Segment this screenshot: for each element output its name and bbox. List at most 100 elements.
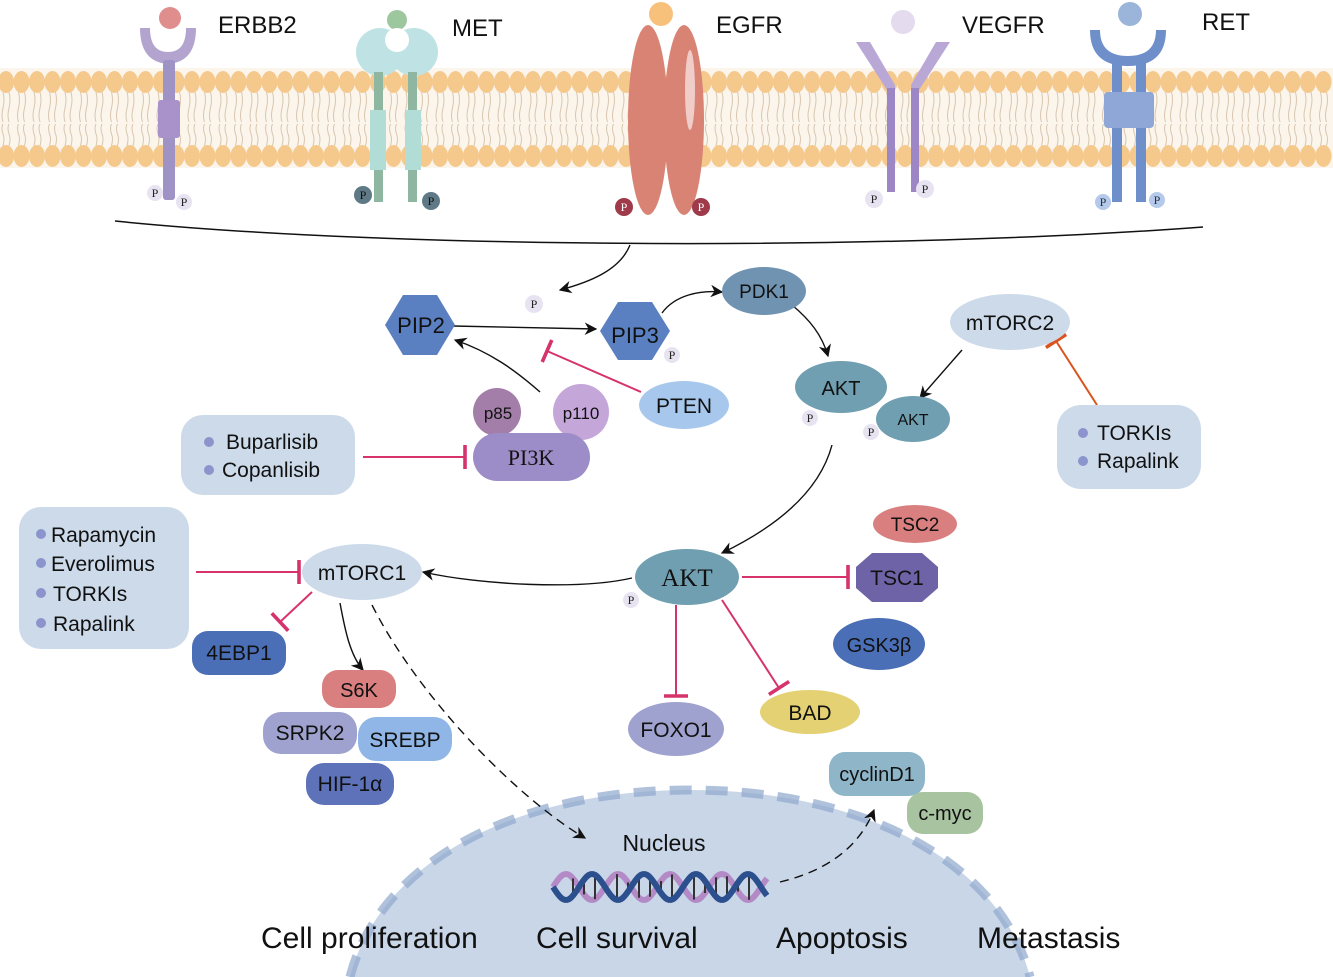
- arrow-mtorc1-to-nucleus: [371, 604, 587, 839]
- lipid-tail: [1201, 123, 1204, 147]
- lipid-head: [788, 145, 805, 167]
- lipid-tail: [581, 123, 584, 147]
- lipid-tail: [451, 123, 454, 147]
- lipid-tail: [1009, 123, 1012, 147]
- arrow-akt-to-mtorc1: [421, 568, 633, 586]
- srebp-node: SREBP: [358, 717, 452, 761]
- lipid-head: [928, 145, 944, 167]
- lipid-tail: [187, 123, 191, 147]
- s6k-label: S6K: [340, 680, 378, 702]
- lipid-head: [540, 145, 557, 167]
- hif1a-node: HIF-1α: [306, 763, 394, 805]
- lipid-head: [122, 71, 138, 93]
- 4ebp1-node: 4EBP1: [192, 631, 286, 675]
- lipid-tail: [234, 91, 237, 123]
- lipid-tail: [854, 123, 857, 147]
- lipid-head: [385, 145, 402, 167]
- lipid-tail: [472, 91, 476, 123]
- lipid-tail: [1055, 123, 1059, 147]
- lipid-head: [509, 71, 526, 93]
- pip3-node: PIP3 P: [600, 302, 680, 363]
- lipid-tail: [482, 123, 485, 147]
- lipid-tail: [1046, 123, 1049, 147]
- lipid-head: [261, 145, 278, 167]
- lipid-head: [1176, 145, 1192, 167]
- lipid-head: [478, 145, 495, 167]
- lipid-head: [773, 71, 789, 93]
- lipid-tail: [1, 91, 5, 123]
- srpk2-label: SRPK2: [276, 722, 345, 745]
- lipid-head: [525, 71, 541, 93]
- lipid-head: [850, 145, 867, 167]
- phospho-label: P: [868, 425, 875, 439]
- lipid-tail: [327, 91, 330, 123]
- lipid-tail: [1179, 123, 1183, 147]
- lipid-tail: [209, 91, 212, 123]
- lipid-tail: [513, 91, 516, 123]
- lipid-head: [0, 145, 14, 167]
- lipid-tail: [1257, 123, 1260, 147]
- lipid-head: [711, 145, 727, 167]
- lipid-tail: [116, 91, 119, 123]
- pi3k-inhibitor-box: Buparlisib Copanlisib: [181, 415, 355, 495]
- lipid-head: [1284, 145, 1301, 167]
- lipid-tail: [224, 123, 228, 147]
- lipid-tail: [1185, 91, 1189, 123]
- lipid-tail: [575, 123, 578, 147]
- lipid-tail: [193, 91, 197, 123]
- lipid-head: [974, 71, 991, 93]
- lipid-tail: [7, 91, 11, 123]
- lipid-tail: [559, 91, 563, 123]
- lipid-head: [1083, 71, 1099, 93]
- lipid-tail: [922, 123, 925, 147]
- lipid-head: [525, 145, 541, 167]
- lipid-head: [292, 145, 309, 167]
- lipid-head: [1098, 71, 1115, 93]
- lipid-head: [478, 71, 495, 93]
- lipid-tail: [1247, 123, 1251, 147]
- lipid-tail: [457, 91, 460, 123]
- lipid-tail: [813, 91, 817, 123]
- lipid-tail: [466, 123, 470, 147]
- lipid-tail: [1263, 123, 1266, 147]
- lipid-tail: [829, 123, 832, 147]
- lipid-tail: [984, 91, 987, 123]
- lipid-tail: [606, 91, 609, 123]
- lipid-tail: [1263, 91, 1266, 123]
- lipid-tail: [249, 123, 253, 147]
- lipid-head: [106, 145, 123, 167]
- erbb2-receptor: [140, 7, 196, 210]
- lipid-head: [990, 71, 1006, 93]
- lipid-tail: [792, 123, 795, 147]
- akt-main-label: AKT: [661, 565, 712, 592]
- drug-rapalink: Rapalink: [1097, 450, 1179, 473]
- label-ret: RET: [1202, 9, 1250, 36]
- akt-main-node: AKT P: [623, 549, 739, 608]
- lipid-tail: [906, 123, 910, 147]
- lipid-head: [897, 145, 913, 167]
- lipid-tail: [302, 123, 305, 147]
- lipid-head: [1145, 71, 1161, 93]
- bullet-icon: [36, 558, 46, 568]
- lipid-tail: [1226, 91, 1229, 123]
- lipid-tail: [271, 123, 274, 147]
- lipid-head: [819, 145, 836, 167]
- lipid-tail: [596, 91, 600, 123]
- lipid-tail: [94, 91, 98, 123]
- lipid-tail: [869, 91, 873, 123]
- lipid-tail: [1055, 91, 1059, 123]
- lipid-tail: [364, 91, 367, 123]
- lipid-tail: [255, 91, 259, 123]
- lipid-head: [1036, 145, 1053, 167]
- lipid-head: [494, 145, 510, 167]
- cyclind1-label: cyclinD1: [839, 764, 915, 786]
- lipid-tail: [280, 123, 284, 147]
- 4ebp1-label: 4EBP1: [206, 642, 271, 665]
- lipid-tail: [224, 91, 228, 123]
- lipid-head: [835, 145, 851, 167]
- lipid-tail: [426, 123, 429, 147]
- lipid-tail: [838, 123, 842, 147]
- lipid-head: [261, 71, 278, 93]
